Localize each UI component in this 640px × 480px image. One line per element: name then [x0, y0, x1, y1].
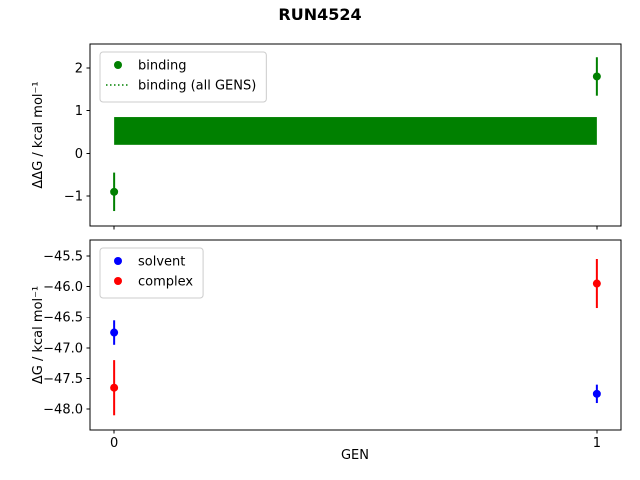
- legend-box: [99, 247, 204, 299]
- legend-label: binding (all GENS): [138, 79, 256, 94]
- top-y-axis-label: ΔΔG / kcal mol⁻¹: [31, 81, 46, 188]
- y-tick-label: −47.0: [43, 341, 83, 356]
- data-point-binding: [592, 72, 601, 81]
- bottom-axes: −45.5 −46.0 −46.5 −47.0 −47.5 −48.0 0 1 solvent c…: [43, 239, 622, 451]
- legend: solvent complex: [99, 247, 204, 299]
- legend-label: binding: [138, 59, 186, 74]
- y-tick-label: 1: [75, 104, 83, 119]
- legend-label: solvent: [138, 255, 185, 270]
- y-tick-label: 0: [75, 147, 83, 162]
- uncertainty-band: [114, 117, 597, 145]
- legend-label: complex: [138, 275, 193, 290]
- y-tick-label: −45.5: [43, 249, 83, 264]
- data-point-binding: [110, 187, 119, 196]
- y-tick-label: 2: [75, 61, 83, 76]
- y-tick-label: −46.0: [43, 280, 83, 295]
- y-tick-label: −48.0: [43, 403, 83, 418]
- legend-marker-icon: [114, 257, 122, 265]
- data-point-complex: [592, 279, 601, 288]
- y-tick-label: −47.5: [43, 372, 83, 387]
- legend-box: [99, 51, 267, 103]
- y-tick-label: −1: [64, 190, 83, 205]
- figure-title: RUN4524: [278, 5, 361, 24]
- legend-marker-icon: [114, 277, 122, 285]
- data-point-solvent: [592, 389, 601, 398]
- axes-frame: [89, 239, 622, 431]
- legend-marker-icon: [114, 61, 122, 69]
- top-axes: −1 0 1 2 binding binding (all GENS): [64, 43, 622, 230]
- x-tick-label: 1: [593, 436, 601, 451]
- y-tick-label: −46.5: [43, 311, 83, 326]
- x-tick-label: 0: [110, 436, 118, 451]
- axes-frame: [89, 43, 622, 227]
- data-point-solvent: [110, 328, 119, 337]
- data-point-complex: [110, 383, 119, 392]
- x-axis-label: GEN: [341, 448, 369, 463]
- legend: binding binding (all GENS): [99, 51, 267, 103]
- bottom-y-axis-label: ΔG / kcal mol⁻¹: [31, 286, 46, 384]
